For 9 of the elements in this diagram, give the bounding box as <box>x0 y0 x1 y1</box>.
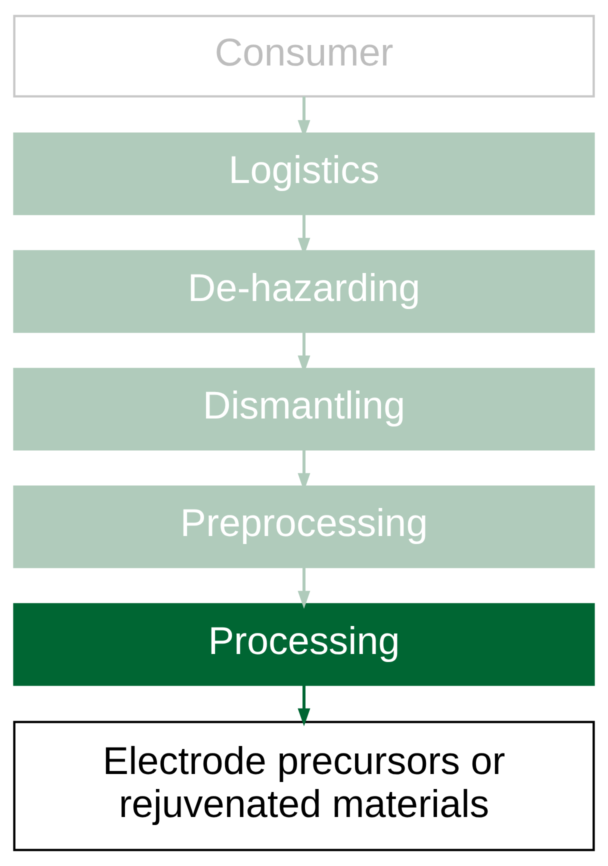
node-box: Electrode precursors or rejuvenated materials <box>13 720 595 852</box>
node-box: De-hazarding <box>13 250 595 333</box>
node-box: Preprocessing <box>13 486 595 568</box>
arrow <box>298 685 310 726</box>
arrow <box>298 567 310 609</box>
node-box: Dismantling <box>13 368 595 450</box>
node-box: Logistics <box>13 132 595 216</box>
node-box: Processing <box>13 603 595 686</box>
node-box: Consumer <box>13 14 595 98</box>
